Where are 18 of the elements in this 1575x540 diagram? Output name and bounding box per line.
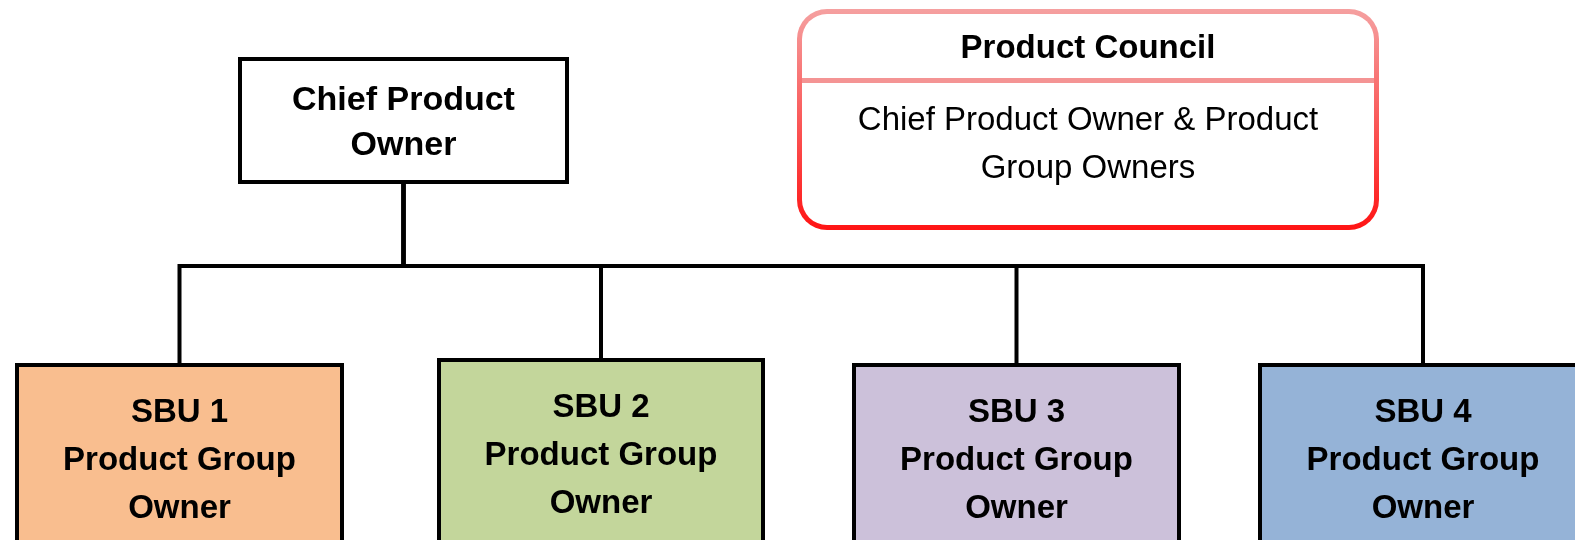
council-box [797, 9, 1379, 230]
box-title: SBU 1 [130, 391, 229, 431]
role-box [238, 57, 569, 184]
role-label: Product Group Owner [62, 438, 297, 527]
box-title: Chief Product Owner [291, 78, 516, 164]
role-label: Product Group Owner [483, 433, 719, 522]
unit-box [15, 363, 344, 540]
council-title: Product Council [802, 14, 1374, 83]
unit-box [1258, 363, 1575, 540]
unit-box [437, 358, 765, 540]
box-title: SBU 2 [552, 386, 650, 426]
connector-line [401, 184, 1425, 363]
role-label: Product Group Owner [899, 438, 1134, 527]
box-title: SBU 4 [1374, 391, 1472, 431]
role-label: Product Group Owner [1305, 438, 1541, 527]
council-members: Chief Product Owner & Product Group Owners [856, 99, 1320, 187]
box-title: SBU 3 [967, 391, 1066, 431]
unit-box [852, 363, 1181, 540]
